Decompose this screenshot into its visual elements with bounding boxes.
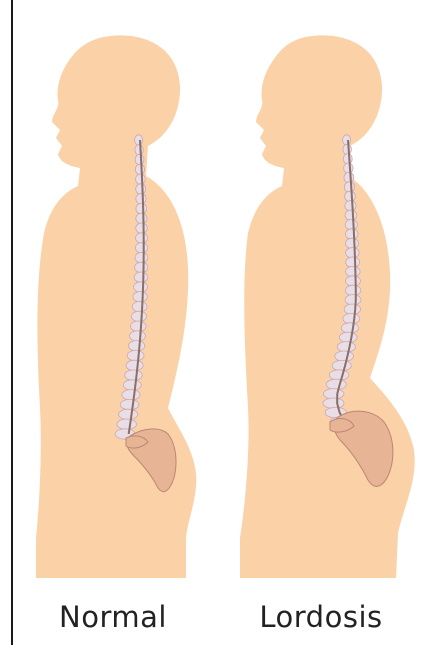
- lordosis-vertebra: [345, 201, 356, 211]
- lordosis-spine-illustration: [228, 18, 426, 578]
- lordosis-vertebra: [343, 313, 360, 323]
- normal-label: Normal: [18, 600, 208, 634]
- normal-vertebra: [136, 223, 148, 233]
- lordosis-vertebra: [345, 210, 357, 220]
- lordosis-vertebra: [344, 304, 360, 314]
- normal-vertebra: [134, 272, 148, 282]
- normal-vertebra: [136, 174, 146, 184]
- lordosis-vertebra: [323, 398, 344, 408]
- lordosis-label: Lordosis: [226, 600, 416, 634]
- normal-vertebra: [131, 311, 146, 321]
- lordosis-vertebra: [346, 257, 360, 267]
- normal-spine-figure: [18, 18, 218, 578]
- normal-vertebra: [135, 164, 144, 174]
- lordosis-vertebra: [343, 144, 351, 154]
- normal-vertebra: [122, 390, 140, 400]
- lordosis-vertebra: [337, 342, 355, 352]
- normal-vertebra: [130, 321, 146, 331]
- normal-vertebra: [135, 262, 148, 272]
- lordosis-vertebra: [329, 370, 349, 380]
- normal-vertebra: [127, 350, 144, 360]
- normal-vertebra: [135, 243, 147, 253]
- lordosis-vertebra: [345, 229, 358, 239]
- normal-vertebra: [136, 194, 146, 204]
- normal-vertebra: [123, 380, 141, 390]
- lordosis-vertebra: [332, 360, 351, 370]
- normal-vertebra: [135, 145, 143, 155]
- lordosis-vertebra: [344, 182, 354, 192]
- lordosis-vertebra: [346, 266, 361, 276]
- normal-spine-illustration: [18, 18, 218, 578]
- lordosis-vertebra: [345, 191, 356, 201]
- lordosis-vertebra: [341, 323, 358, 333]
- normal-vertebra: [135, 252, 148, 262]
- lordosis-vertebra: [345, 295, 361, 305]
- lordosis-body-silhouette: [240, 35, 415, 578]
- normal-vertebra: [136, 184, 146, 194]
- lordosis-vertebra: [326, 379, 346, 389]
- normal-vertebra: [128, 341, 144, 351]
- lordosis-vertebra: [323, 389, 344, 399]
- lordosis-vertebra: [344, 172, 354, 182]
- normal-vertebra: [133, 292, 147, 302]
- lordosis-vertebra: [339, 332, 357, 342]
- normal-vertebra: [126, 360, 143, 370]
- normal-vertebra: [135, 154, 144, 164]
- normal-vertebra: [132, 301, 147, 311]
- normal-vertebra: [117, 419, 137, 429]
- lordosis-spine-figure: [228, 18, 426, 578]
- lordosis-vertebra: [346, 248, 360, 258]
- lordosis-vertebra: [335, 351, 354, 361]
- lordosis-vertebra: [346, 238, 359, 248]
- normal-vertebra: [119, 409, 138, 419]
- normal-body-silhouette: [36, 35, 196, 578]
- lordosis-vertebra: [343, 135, 351, 145]
- normal-vertebra: [136, 203, 147, 213]
- lordosis-vertebra: [344, 163, 353, 173]
- normal-vertebra: [136, 233, 148, 243]
- normal-vertebra: [129, 331, 145, 341]
- normal-vertebra: [135, 135, 143, 145]
- normal-vertebra: [134, 282, 148, 292]
- lordosis-vertebra: [343, 154, 352, 164]
- lordosis-vertebra: [345, 276, 360, 286]
- normal-vertebra: [136, 213, 147, 223]
- lordosis-vertebra: [345, 285, 360, 295]
- lordosis-vertebra: [345, 219, 357, 229]
- normal-vertebra: [125, 370, 143, 380]
- left-border-line: [11, 0, 13, 645]
- normal-vertebra: [120, 399, 139, 409]
